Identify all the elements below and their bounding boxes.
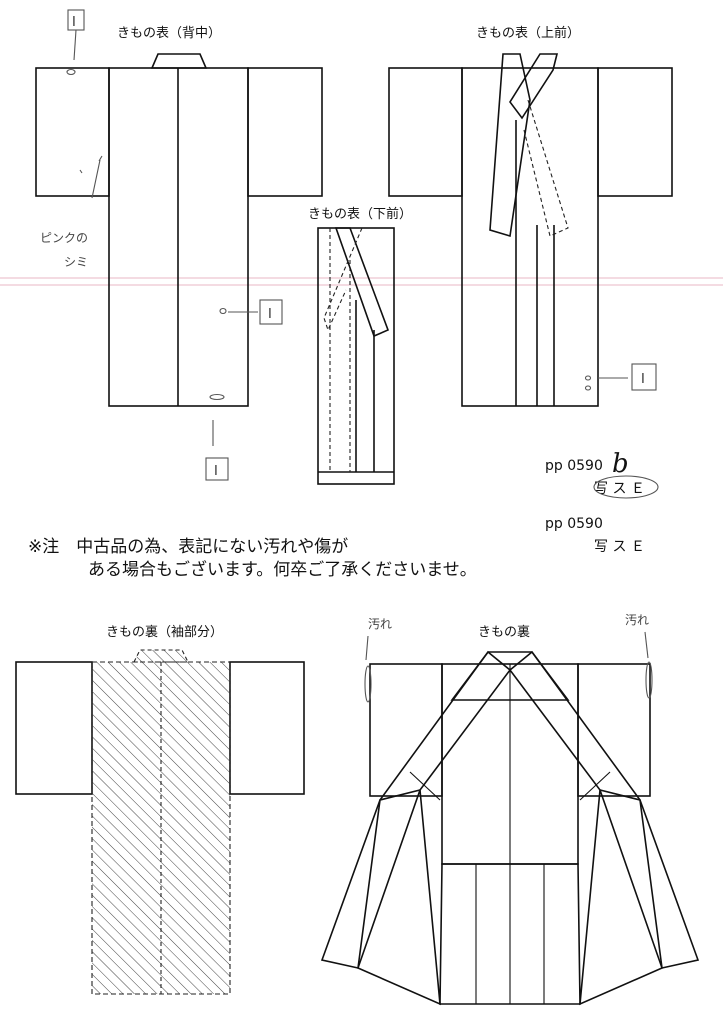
front-upper-label: きもの表（上前） <box>476 25 580 41</box>
product-code-1-suffix: b <box>612 449 629 479</box>
svg-text:I: I <box>72 15 76 30</box>
front-collar-left <box>489 53 531 238</box>
kimono-front-upper-diagram: きもの表（上前） I <box>388 25 673 407</box>
notice-line-2: ある場合もございます。何卒ご了承くださいませ。 <box>88 559 477 580</box>
product-code-block: pp 0590 b 写 ス Ｅ pp 0590 写 ス Ｅ <box>545 449 659 555</box>
front-left-sleeve <box>388 67 463 197</box>
lining-right-hem-panel <box>579 788 663 1006</box>
product-code-2: pp 0590 <box>545 516 603 532</box>
lining-lower-back-panel <box>439 863 581 1005</box>
kimono-lining-diagram: きもの裏 汚れ 汚れ <box>320 613 700 1006</box>
svg-text:I: I <box>214 464 218 479</box>
back-body-mark: I <box>219 299 283 325</box>
notice-block: ※注 中古品の為、表記にない汚れや傷が ある場合もございます。何卒ご了承ください… <box>28 537 477 580</box>
lining-fold-line <box>409 771 441 801</box>
product-code-2-sub: 写 ス Ｅ <box>594 539 645 555</box>
lining-left-sleeve <box>15 661 93 795</box>
dirt-mark-left: 汚れ <box>364 617 392 703</box>
lining-fold-line <box>579 771 611 801</box>
svg-text:I: I <box>268 307 272 322</box>
product-code-1-sub: 写 ス Ｅ <box>594 481 645 497</box>
back-hem-mark: I <box>205 393 229 481</box>
front-collar-right <box>509 53 559 120</box>
svg-text:I: I <box>641 372 645 387</box>
code-circle-mark <box>593 475 659 499</box>
stain-text: シミ <box>64 255 88 269</box>
pink-stain-mark: ピンクの シミ <box>40 155 103 269</box>
kimono-lining-sleeve-diagram: きもの裏（袖部分） <box>15 625 305 995</box>
lining-right-sleeve <box>229 661 305 795</box>
back-left-sleeve <box>35 67 110 197</box>
front-right-sleeve <box>597 67 673 197</box>
lining-label: きもの裏 <box>478 625 530 640</box>
kimono-back-diagram: きもの表（背中） I ピンクの シミ I <box>35 9 323 481</box>
front-hem-mark: I <box>584 363 657 391</box>
svg-text:汚れ: 汚れ <box>368 617 392 631</box>
lining-collar-hatched <box>133 649 189 663</box>
dirt-mark-right: 汚れ <box>625 613 653 699</box>
back-sleeve-mark: I <box>66 9 85 76</box>
lining-sleeve-label: きもの裏（袖部分） <box>106 625 223 640</box>
lower-body <box>317 227 395 485</box>
notice-line-1: ※注 中古品の為、表記にない汚れや傷が <box>28 537 348 557</box>
pink-stain-text: ピンクの <box>40 231 88 245</box>
back-view-label: きもの表（背中） <box>117 26 221 41</box>
lower-collar <box>334 227 390 338</box>
svg-text:汚れ: 汚れ <box>625 613 649 627</box>
front-body <box>461 67 599 407</box>
back-right-sleeve <box>247 67 323 197</box>
front-lower-label: きもの表（下前） <box>308 206 412 222</box>
product-code-1: pp 0590 <box>545 458 603 474</box>
back-collar <box>150 53 208 69</box>
lining-left-hem-panel <box>357 788 441 1006</box>
front-underlap-dashed <box>523 99 569 237</box>
kimono-front-lower-diagram: きもの表（下前） <box>308 206 412 485</box>
